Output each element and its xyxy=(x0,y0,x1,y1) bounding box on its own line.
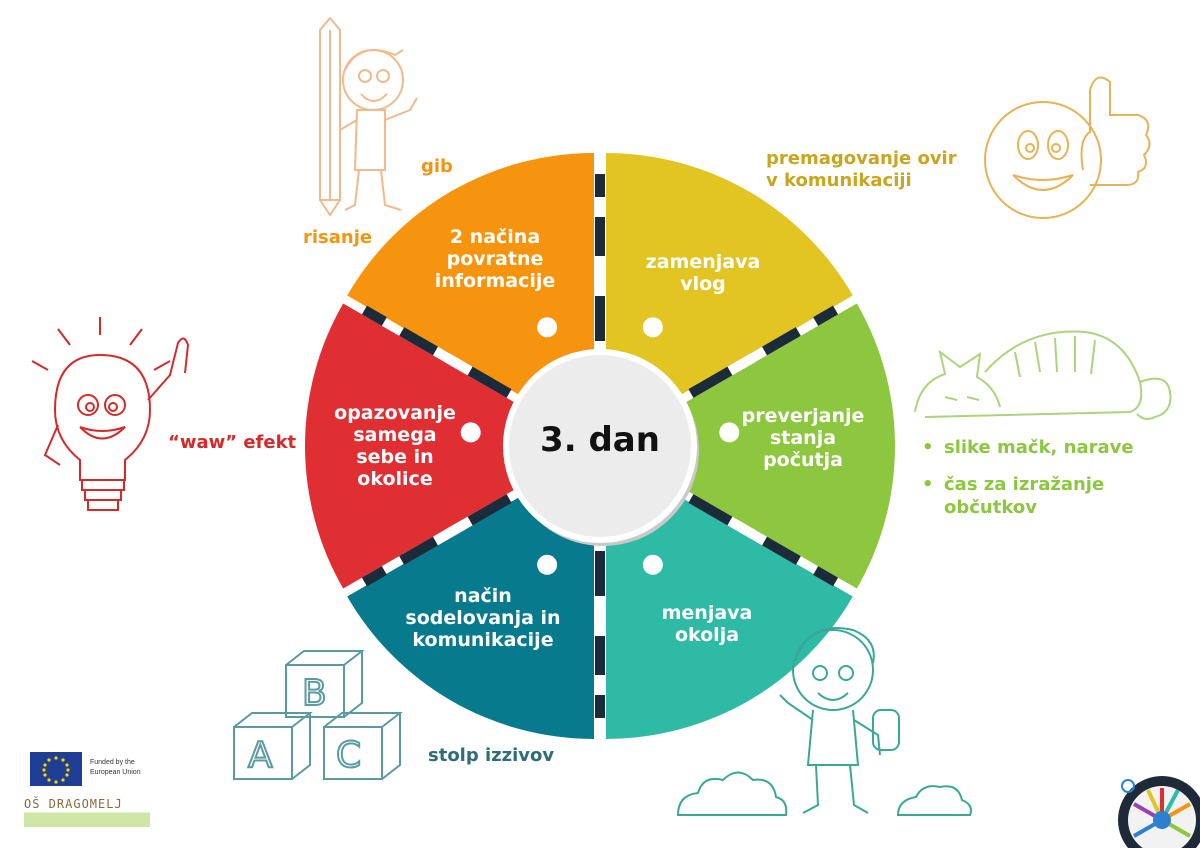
abc-blocks-icon: B A C xyxy=(233,650,403,780)
eu-text-line1: Funded by the xyxy=(90,759,135,766)
wheel-segment xyxy=(610,303,895,589)
wheel-segment xyxy=(606,454,853,739)
bullet-item: čas za izražanje občutkov xyxy=(922,473,1134,519)
wheel-spoke-gap xyxy=(432,346,473,376)
segment-dot xyxy=(537,554,558,575)
green-bullet-list: slike mačk, narave čas za izražanje obču… xyxy=(922,436,1134,533)
note-premagovanje: premagovanje ovir v komunikaciji xyxy=(766,148,957,191)
svg-text:C: C xyxy=(336,735,361,776)
wheel-segment xyxy=(304,303,590,589)
svg-text:A: A xyxy=(248,735,273,776)
note-gib: gib xyxy=(421,156,453,177)
wheel-spoke-gap xyxy=(727,346,768,376)
eu-text-line2: European Union xyxy=(90,769,141,776)
segment-label-environment: menjava okolja xyxy=(661,602,753,646)
svg-text:B: B xyxy=(302,673,327,714)
wheel-spoke-gap xyxy=(432,516,473,546)
segment-label-cooperation: način sodelovanja in komunikacije xyxy=(405,585,561,651)
wheel-spoke-gap xyxy=(727,516,768,546)
sleeping-cat-icon xyxy=(914,330,1172,420)
note-stolp: stolp izzivov xyxy=(428,745,555,766)
note-risanje: risanje xyxy=(303,227,373,248)
note-waw: “waw” efekt xyxy=(168,432,297,453)
segment-label-role-swap: zamenjava vlog xyxy=(645,251,761,295)
school-logo-text: OŠ DRAGOMELJ xyxy=(24,797,123,811)
waving-boy-icon xyxy=(676,627,972,816)
pencil-boy-icon xyxy=(319,16,418,217)
segment-label-mood-check: preverjanje stanja počutja xyxy=(741,405,865,471)
segment-dot xyxy=(719,422,740,443)
school-logo: OŠ DRAGOMELJ xyxy=(24,795,150,827)
segment-dot xyxy=(642,554,663,575)
project-wheel-logo-icon xyxy=(1118,776,1200,848)
center-label: 3. dan xyxy=(540,420,660,460)
segment-label-feedback: 2 načina povratne informacije xyxy=(434,226,556,292)
wheel-segment xyxy=(347,454,594,739)
segment-dot xyxy=(460,422,481,443)
thumbs-up-face-icon xyxy=(984,76,1151,219)
center-hub xyxy=(503,349,697,543)
segment-dot xyxy=(642,317,663,338)
wheel-segment xyxy=(606,153,853,438)
segment-dot xyxy=(537,317,558,338)
lightbulb-icon xyxy=(31,317,190,511)
eu-flag-icon: Funded by the European Union xyxy=(30,752,141,786)
bullet-item: slike mačk, narave xyxy=(922,436,1134,459)
segment-label-self-observation: opazovanje samega sebe in okolice xyxy=(334,402,456,490)
wheel-segment xyxy=(347,153,594,438)
